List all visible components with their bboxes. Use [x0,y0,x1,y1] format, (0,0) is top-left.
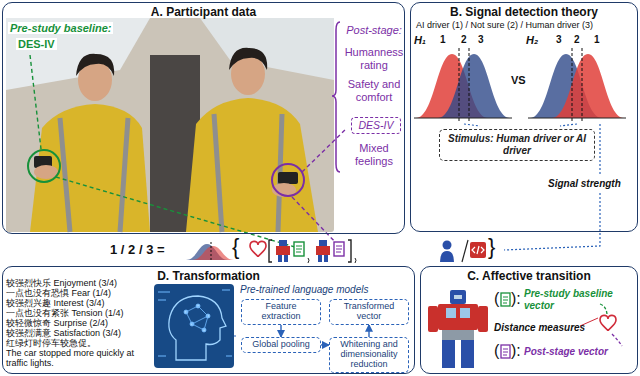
label-text: 较轻微惊奇 Surprise (2/4) [6,318,108,328]
label-text: Post-stage: [343,24,405,37]
label-text: ( [494,290,499,308]
label-text: DES-IV [16,38,57,50]
box-label: Global pooling [245,340,317,350]
panel-heading: A. Participant data [3,5,404,19]
label-text: 1 [440,34,446,45]
process-box: Feature extraction [241,299,321,325]
label-text: The car stopped more quickly at traffic … [6,348,150,368]
label-text: { [232,234,239,260]
label-text: 2 [461,34,467,45]
ai-brain-image [154,284,234,368]
stimulus-box: Stimulus: Human driver or AI driver [439,129,595,161]
box-label: Feature extraction [245,302,317,322]
process-box: Transformed vector [329,299,409,325]
label-text: 一点也没有紧张 Tension (1/4) [6,308,124,318]
label-text: ): [511,290,521,308]
label-text: Pre-trained language models [240,284,368,295]
car-photo [6,18,334,232]
label-text: Distance measures [494,322,585,333]
label-text: 3 [478,34,484,45]
label-text: Pre-study baseline vector [524,288,632,312]
label-text: Humanness rating [343,46,405,72]
label-text: 较强烈兴趣 Interest (3/4) [6,298,105,308]
leader-lines [30,55,347,247]
label-text: Pre-study baseline: [8,22,113,34]
flow-arrow [280,325,281,337]
label-text: Safety and comfort [343,78,405,104]
label-text: 红绿灯时停车较急促。 [6,338,96,348]
label-text: 1 [594,34,600,45]
panel: C. Affective transition [420,266,638,374]
panel-heading: B. Signal detection theory [411,5,637,19]
box-label: Whitening and dimensionality reduction [333,340,405,370]
panel-heading: C. Affective transition [421,269,637,283]
flow-arrow [368,325,369,337]
label-text: 3 [556,34,562,45]
label-text: H₁ [414,34,426,46]
label-text: } [488,234,495,260]
label-text: ( [494,342,499,360]
box-label: DES-IV [354,119,398,132]
box-label: Stimulus: Human driver or AI driver [444,133,590,157]
flow-arrow [321,344,329,345]
label-text: Post-stage vector [524,346,608,357]
label-text: VS [511,74,526,86]
label-text: 较强烈快乐 Enjoyment (3/4) [6,278,117,288]
label-text: ): [511,342,521,360]
label-text: Signal strength [548,178,621,189]
label-text: AI driver (1) / Not sure (2) / Human dri… [416,20,593,30]
label-text: 1 / 2 / 3 = [110,242,165,257]
box-label: Transformed vector [333,302,405,322]
label-text: 一点也没有恐惧 Fear (1/4) [6,288,111,298]
label-text: 较强烈满意 Satisfaction (3/4) [6,328,121,338]
label-text: 2 [574,34,580,45]
label-text: Mixed feelings [343,142,405,168]
measure-box: DES-IV [351,117,401,134]
robot-figure [428,290,488,368]
process-box: Whitening and dimensionality reduction [329,337,409,373]
process-box: Global pooling [241,337,321,353]
label-text: H₂ [526,34,538,46]
equation-icons [186,240,486,263]
sdt-curves [414,48,626,122]
panel: A. Participant dataDES-IV [2,2,405,234]
brace [332,22,340,172]
